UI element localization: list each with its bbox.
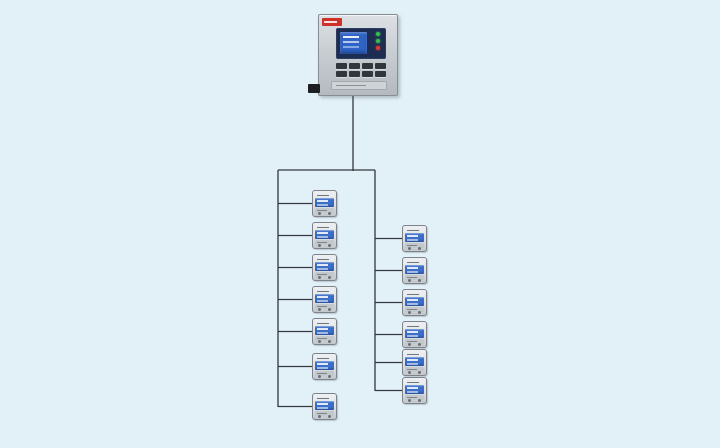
detector-terminal-strip: [405, 352, 424, 356]
detector-terminal-strip: [405, 260, 424, 264]
brand-logo: [322, 18, 342, 26]
keypad-button: [349, 71, 360, 77]
detector-label-plate: [315, 272, 334, 277]
detector-terminal-strip: [405, 292, 424, 296]
power-led: [376, 32, 380, 36]
detector-label-plate: [315, 371, 334, 376]
detector-terminal-strip: [315, 289, 334, 293]
detector-terminal-strip: [405, 324, 424, 328]
display-bezel: [336, 28, 386, 59]
detector-terminal-strip: [315, 225, 334, 229]
gas-detector: [312, 318, 337, 345]
detector-terminal-strip: [315, 321, 334, 325]
keypad-button: [375, 63, 386, 69]
keypad-button: [336, 71, 347, 77]
detector-label-plate: [315, 336, 334, 341]
detector-display: [315, 230, 334, 239]
keypad-button: [375, 71, 386, 77]
status-leds: [374, 32, 382, 50]
gas-detector: [402, 377, 427, 404]
detector-label-plate: [405, 367, 424, 372]
keypad-button: [336, 63, 347, 69]
detector-display: [315, 361, 334, 370]
gas-detector: [312, 393, 337, 420]
detector-label-plate: [315, 240, 334, 245]
nameplate: [331, 81, 387, 90]
keypad: [336, 63, 386, 77]
gas-detector: [402, 321, 427, 348]
detector-label-plate: [405, 243, 424, 248]
gas-detector: [312, 190, 337, 217]
keypad-button: [362, 71, 373, 77]
keypad-button: [362, 63, 373, 69]
detector-terminal-strip: [405, 380, 424, 384]
gas-detector: [312, 353, 337, 380]
side-conduit: [308, 84, 320, 93]
detector-terminal-strip: [315, 356, 334, 360]
detector-label-plate: [405, 307, 424, 312]
detector-terminal-strip: [315, 193, 334, 197]
detector-display: [405, 357, 424, 366]
detector-display: [315, 326, 334, 335]
gas-detector: [312, 222, 337, 249]
detector-label-plate: [405, 339, 424, 344]
run-led: [376, 39, 380, 43]
detector-label-plate: [315, 304, 334, 309]
detector-display: [405, 385, 424, 394]
detector-terminal-strip: [315, 396, 334, 400]
right-stub-lines: [375, 237, 404, 392]
detector-display: [315, 294, 334, 303]
gas-detector: [402, 257, 427, 284]
detector-display: [405, 233, 424, 242]
gas-detector: [312, 286, 337, 313]
keypad-button: [349, 63, 360, 69]
detector-label-plate: [405, 395, 424, 400]
detector-label-plate: [405, 275, 424, 280]
gas-detector: [312, 254, 337, 281]
left-stub-lines: [278, 202, 314, 408]
detector-terminal-strip: [405, 228, 424, 232]
detector-display: [405, 265, 424, 274]
detector-display: [315, 262, 334, 271]
gas-detector: [402, 349, 427, 376]
detector-terminal-strip: [315, 257, 334, 261]
detector-display: [405, 329, 424, 338]
detector-label-plate: [315, 411, 334, 416]
gas-detector: [402, 289, 427, 316]
gas-detector: [402, 225, 427, 252]
alarm-led: [376, 46, 380, 50]
lcd-screen: [340, 32, 367, 54]
alarm-controller: [308, 14, 398, 96]
detector-label-plate: [315, 208, 334, 213]
detector-display: [315, 401, 334, 410]
detector-display: [405, 297, 424, 306]
detector-display: [315, 198, 334, 207]
